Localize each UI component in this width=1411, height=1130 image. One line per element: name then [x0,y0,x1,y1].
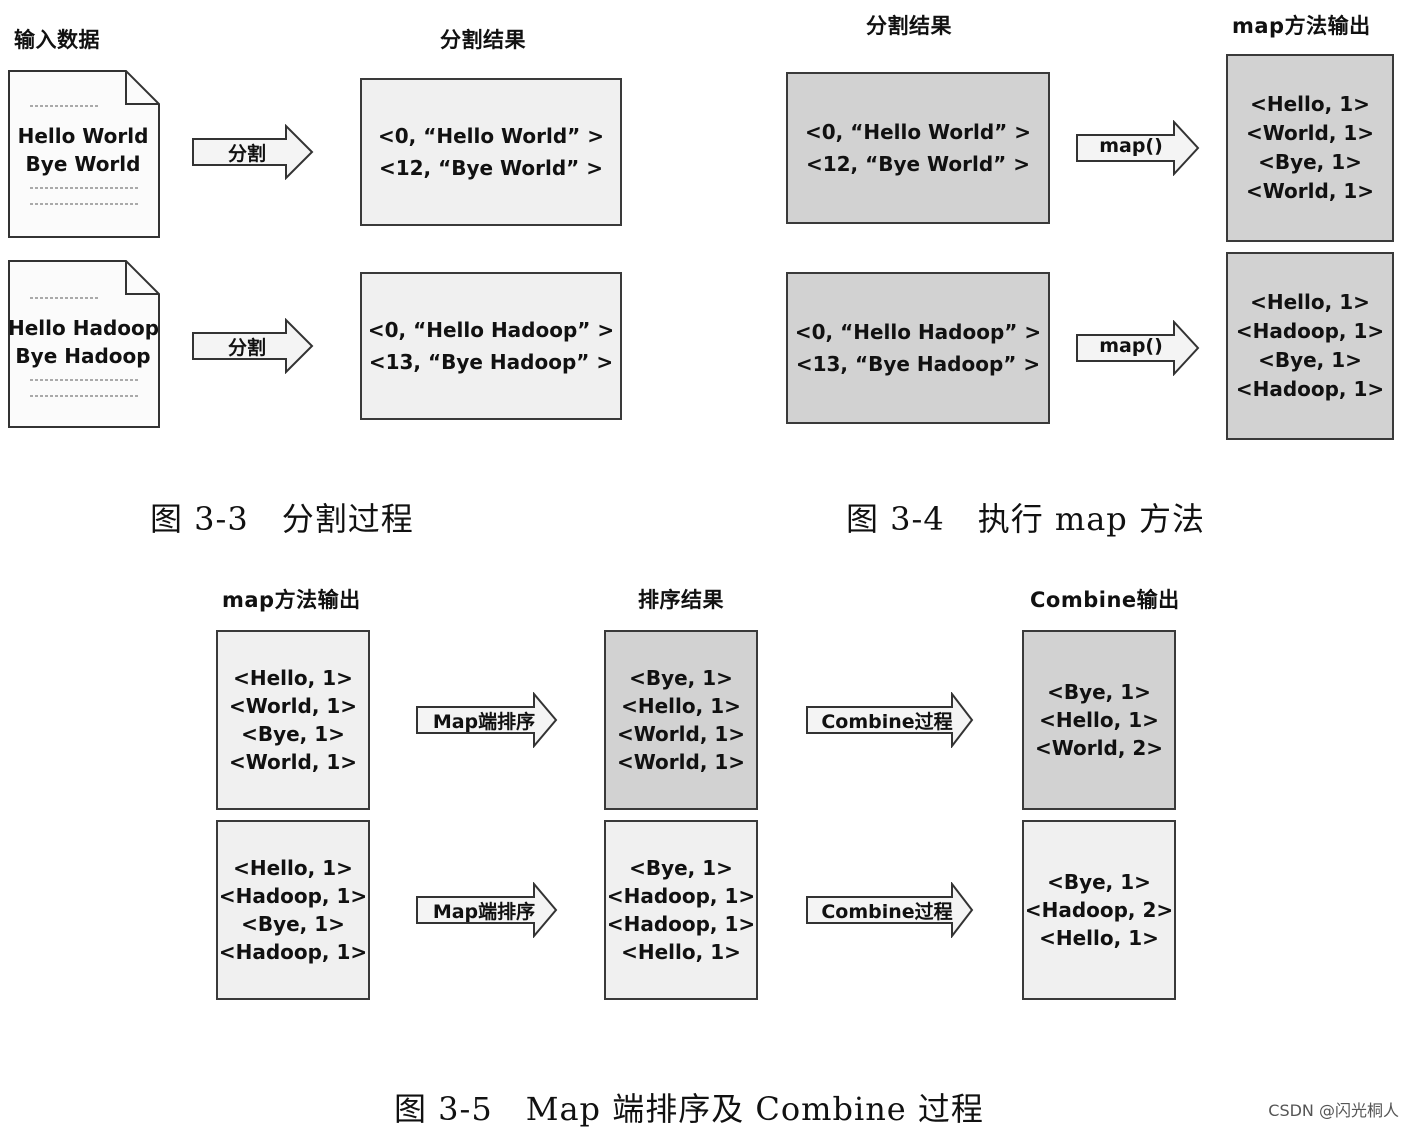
map-output-box-1: <Hello, 1> <World, 1> <Bye, 1> <World, 1… [216,630,370,810]
sort-result-box-1: <Bye, 1> <Hello, 1> <World, 1> <World, 1… [604,630,758,810]
pair-line: <Hello, 1> [1039,708,1159,732]
arrow-label: Map端排序 [432,901,536,923]
header-input-data: 输入数据 [14,28,100,52]
map-output-box-1: <Hello, 1> <World, 1> <Bye, 1> <World, 1… [1226,54,1394,242]
header-split-result: 分割结果 [440,28,526,52]
pair-line: <Hello, 1> [233,856,353,880]
arrow-label: Combine过程 [821,711,953,733]
arrow-label: Combine过程 [821,901,953,923]
right-arrow-icon [416,882,558,938]
document-line-2: Bye Hadoop [15,344,151,368]
pair-line: <World, 1> [1245,179,1375,203]
right-arrow-icon [192,124,314,180]
right-arrow-icon [1076,320,1200,376]
map-output-box-2: <Hello, 1> <Hadoop, 1> <Bye, 1> <Hadoop,… [1226,252,1394,440]
pair-line: <Bye, 1> [629,856,733,880]
document-page-icon [8,260,160,428]
pair-line: <World, 1> [616,722,746,746]
map-sort-arrow-2: Map端排序 [416,882,558,938]
map-sort-arrow-1: Map端排序 [416,692,558,748]
split-result-box-2: <0, “Hello Hadoop” > <13, “Bye Hadoop” > [786,272,1050,424]
document-line-2: Bye World [25,152,141,176]
document-line-1: Hello World [17,124,149,148]
pair-line: <Hello, 1> [621,694,741,718]
pair-line: <Bye, 1> [1047,870,1151,894]
arrow-label: 分割 [227,337,266,359]
document-2: Hello Hadoop Bye Hadoop [8,260,160,428]
record-line: <0, “Hello World” > [377,124,605,148]
pair-line: <Hadoop, 2> [1024,898,1174,922]
header-map-output: map方法输出 [1232,14,1371,38]
caption-fig-3-3: 图 3-3 分割过程 [150,500,414,538]
arrow-label: map() [1099,335,1163,357]
pair-line: <Hello, 1> [621,940,741,964]
record-line: <12, “Bye World” > [805,152,1031,176]
arrow-label: map() [1099,135,1163,157]
pair-line: <Hadoop, 1> [1235,377,1385,401]
pair-line: <Bye, 1> [1258,150,1362,174]
right-arrow-icon [806,882,974,938]
map-output-box-2: <Hello, 1> <Hadoop, 1> <Bye, 1> <Hadoop,… [216,820,370,1000]
pair-line: <World, 1> [616,750,746,774]
split-arrow-2: 分割 [192,318,314,374]
record-line: <13, “Bye Hadoop” > [368,350,614,374]
combine-output-box-1: <Bye, 1> <Hello, 1> <World, 2> [1022,630,1176,810]
pair-line: <Bye, 1> [241,912,345,936]
combine-output-box-2: <Bye, 1> <Hadoop, 2> <Hello, 1> [1022,820,1176,1000]
pair-line: <Hadoop, 1> [1235,319,1385,343]
right-arrow-icon [1076,120,1200,176]
pair-line: <Bye, 1> [629,666,733,690]
document-1: Hello World Bye World [8,70,160,238]
split-arrow-1: 分割 [192,124,314,180]
record-line: <13, “Bye Hadoop” > [795,352,1041,376]
record-line: <0, “Hello Hadoop” > [367,318,615,342]
header-map-output: map方法输出 [222,588,361,612]
header-split-result: 分割结果 [866,14,952,38]
pair-line: <World, 2> [1034,736,1164,760]
sort-result-box-2: <Bye, 1> <Hadoop, 1> <Hadoop, 1> <Hello,… [604,820,758,1000]
pair-line: <Hadoop, 1> [218,884,368,908]
pair-line: <Hello, 1> [233,666,353,690]
caption-fig-3-4: 图 3-4 执行 map 方法 [846,500,1205,538]
header-combine-output: Combine输出 [1030,588,1180,612]
document-page-icon [8,70,160,238]
pair-line: <Bye, 1> [241,722,345,746]
pair-line: <Hello, 1> [1250,290,1370,314]
split-result-box-1: <0, “Hello World” > <12, “Bye World” > [360,78,622,226]
pair-line: <Hadoop, 1> [218,940,368,964]
map-arrow-2: map() [1076,320,1200,376]
pair-line: <World, 1> [228,750,358,774]
right-arrow-icon [806,692,974,748]
arrow-label: Map端排序 [432,711,536,733]
pair-line: <Bye, 1> [1047,680,1151,704]
header-sort-result: 排序结果 [638,588,724,612]
right-arrow-icon [416,692,558,748]
pair-line: <Hadoop, 1> [606,884,756,908]
right-arrow-icon [192,318,314,374]
split-result-box-1: <0, “Hello World” > <12, “Bye World” > [786,72,1050,224]
pair-line: <Bye, 1> [1258,348,1362,372]
record-line: <0, “Hello Hadoop” > [794,320,1042,344]
pair-line: <World, 1> [228,694,358,718]
document-line-1: Hello Hadoop [8,316,160,340]
caption-fig-3-5: 图 3-5 Map 端排序及 Combine 过程 [394,1090,984,1128]
arrow-label: 分割 [227,143,266,165]
pair-line: <Hadoop, 1> [606,912,756,936]
combine-arrow-2: Combine过程 [806,882,974,938]
split-result-box-2: <0, “Hello Hadoop” > <13, “Bye Hadoop” > [360,272,622,420]
map-arrow-1: map() [1076,120,1200,176]
combine-arrow-1: Combine过程 [806,692,974,748]
record-line: <0, “Hello World” > [804,120,1032,144]
pair-line: <Hello, 1> [1039,926,1159,950]
watermark: CSDN @闪光桐人 [1268,1101,1399,1120]
record-line: <12, “Bye World” > [378,156,604,180]
pair-line: <World, 1> [1245,121,1375,145]
pair-line: <Hello, 1> [1250,92,1370,116]
